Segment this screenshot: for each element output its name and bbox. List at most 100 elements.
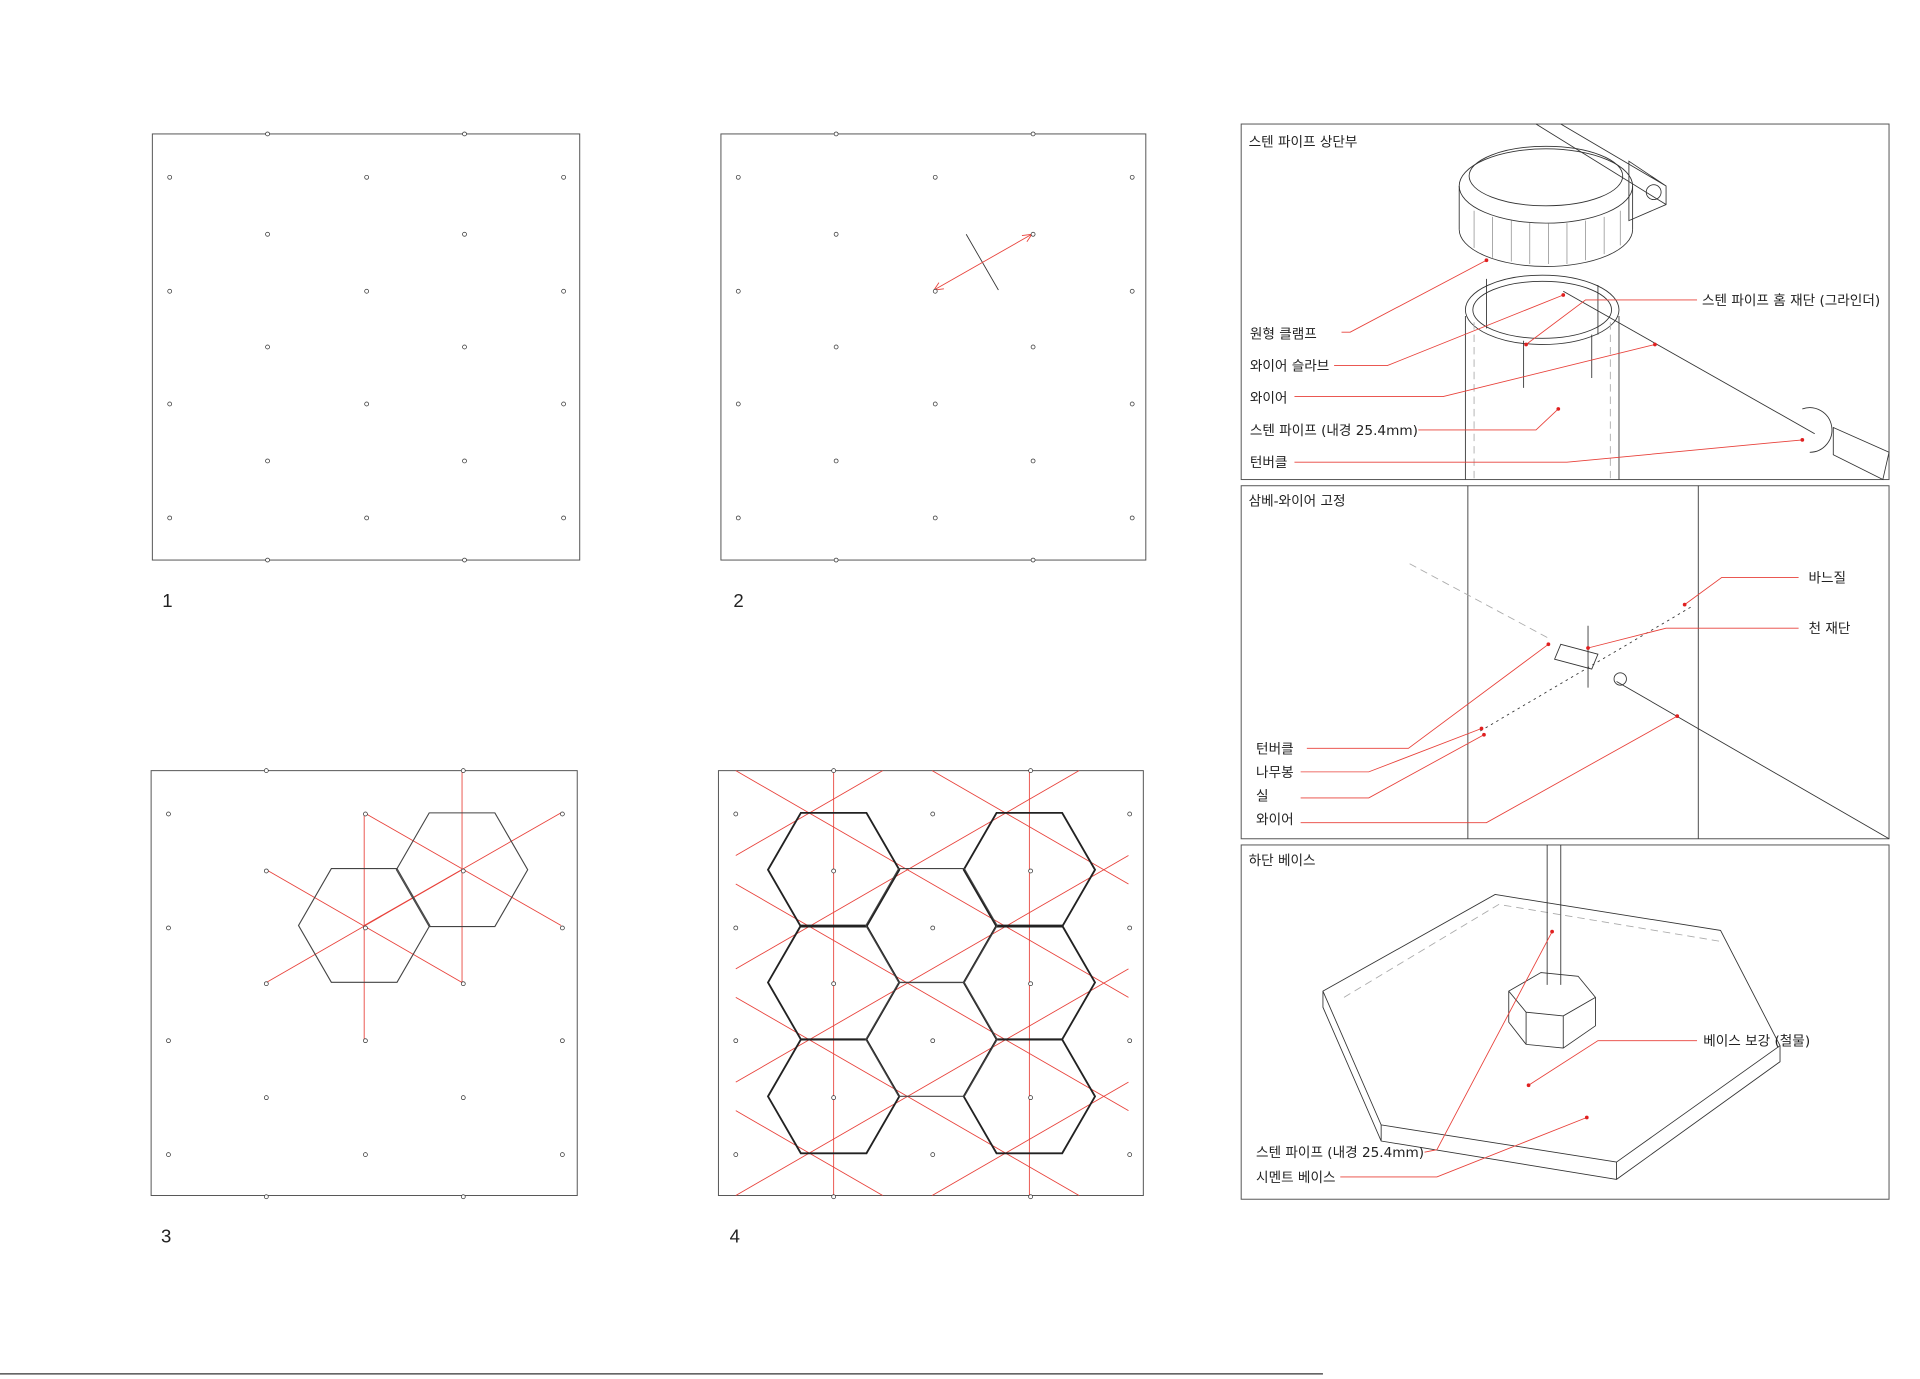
panel-frame (1240, 844, 1890, 1200)
hexagon (865, 982, 998, 1097)
grid-point (560, 811, 565, 817)
grid-point (263, 1095, 269, 1101)
grid-point (363, 1038, 368, 1044)
grid-point (1030, 458, 1036, 464)
panel-title: 삼베-와이어 고정 (1249, 494, 1346, 510)
panel-frame (1240, 485, 1890, 840)
panel-title: 하단 베이스 (1249, 853, 1316, 869)
grid-point (364, 401, 370, 407)
grid-point (460, 868, 466, 874)
grid-point (833, 344, 839, 350)
grid-point (831, 768, 837, 773)
grid-point (462, 344, 467, 350)
label-stitch: 바느질 (1809, 570, 1847, 586)
step-number-3: 3 (161, 1226, 171, 1247)
grid-point (1030, 131, 1036, 137)
grid-point (1127, 1152, 1133, 1157)
fabric-wire-drawing (1409, 485, 1890, 840)
grid-point (167, 288, 173, 294)
grid-point (1127, 925, 1133, 931)
grid-point (733, 1152, 739, 1157)
label-pipe: 스텐 파이프 (내경 25.4mm) (1256, 1145, 1424, 1161)
grid-point (833, 557, 839, 563)
grid-point (1127, 1038, 1133, 1044)
grid-point (932, 515, 938, 521)
grid-point (1129, 174, 1135, 180)
grid-point (363, 925, 368, 931)
label-groove: 스텐 파이프 홈 재단 (그라인더) (1702, 293, 1880, 309)
grid-point (833, 231, 839, 237)
label-thread: 실 (1256, 788, 1269, 804)
grid-point (167, 515, 173, 521)
grid-point (1129, 288, 1135, 294)
grid-point (733, 1038, 739, 1044)
grid-point (735, 174, 741, 180)
grid-point (1028, 1194, 1033, 1200)
label-pipe: 스텐 파이프 (내경 25.4mm) (1250, 423, 1418, 439)
grid-point (166, 1152, 171, 1157)
callouts-mid (1300, 576, 1799, 824)
grid-point (932, 288, 938, 294)
grid-point (462, 458, 467, 464)
grid-point (561, 515, 566, 521)
construction-line (931, 770, 1129, 885)
step-1-grid (151, 131, 581, 563)
grid-point (265, 557, 270, 563)
grid-point (462, 557, 467, 563)
grid-point (166, 925, 171, 931)
construction-line (735, 968, 1129, 1196)
label-turnbuckle: 턴버클 (1256, 741, 1294, 757)
grid-point (166, 1038, 171, 1044)
grid-point (1030, 557, 1036, 563)
grid-point (263, 768, 269, 773)
step-3-grid (150, 768, 578, 1200)
grid-point (561, 401, 566, 407)
grid-point (1028, 868, 1033, 874)
step-number-1: 1 (162, 590, 172, 611)
grid-point (733, 811, 739, 817)
step-2-grid (720, 131, 1147, 563)
construction-line (735, 770, 1080, 970)
panel-title: 스텐 파이프 상단부 (1249, 134, 1358, 150)
grid-point (932, 174, 938, 180)
grid-point (364, 174, 370, 180)
grid-point (833, 458, 839, 464)
grid-point (265, 344, 270, 350)
callouts-bottom (1340, 929, 1698, 1178)
step-number-4: 4 (730, 1226, 740, 1247)
grid-point (561, 288, 566, 294)
step-3-frame (150, 770, 578, 1197)
label-wire: 와이어 (1256, 812, 1294, 828)
step-4-frame (717, 770, 1144, 1197)
label-turnbuckle: 턴버클 (1250, 455, 1288, 471)
grid-point (462, 231, 467, 237)
step-number-2: 2 (733, 590, 743, 611)
grid-point (831, 981, 837, 987)
label-fabric-cut: 천 재단 (1809, 621, 1851, 637)
grid-point (167, 174, 173, 180)
arrow-heads (933, 233, 1033, 291)
pipe-clamp-drawing (1458, 123, 1890, 481)
callouts-top (1294, 258, 1805, 463)
grid-point (1030, 344, 1036, 350)
grid-point (1129, 401, 1135, 407)
grid-point (733, 925, 739, 931)
detail-panel-bottom: 하단 베이스 스텐 파이프 (내경 25.4mm) 시멘트 베이스 베이스 보강… (1240, 844, 1890, 1200)
grid-point (930, 925, 936, 931)
step-1-frame (151, 133, 581, 561)
grid-point (460, 981, 466, 987)
grid-point (1127, 811, 1133, 817)
grid-point (462, 131, 467, 137)
grid-point (1028, 1095, 1033, 1101)
detail-panel-top: 스텐 파이프 상단부 원형 클램프 와이어 슬라브 와이어 스 (1240, 123, 1890, 481)
grid-point (263, 868, 269, 874)
grid-point (1030, 231, 1036, 237)
hexagon (395, 812, 529, 928)
detail-panel-mid: 삼베-와이어 고정 턴버클 나무봉 실 와이어 바느질 천 재단 (1240, 485, 1890, 840)
grid-point (1028, 981, 1033, 987)
label-sleeve: 와이어 슬라브 (1250, 359, 1329, 375)
grid-point (831, 1095, 837, 1101)
grid-point (265, 131, 270, 137)
label-wood-rod: 나무봉 (1256, 765, 1294, 781)
